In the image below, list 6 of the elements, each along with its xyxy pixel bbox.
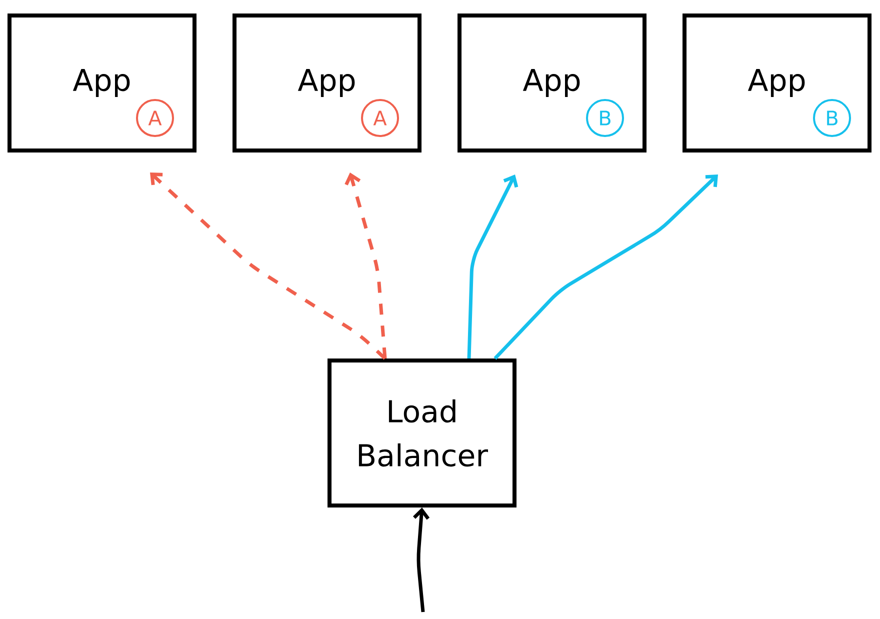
arrow <box>150 172 386 360</box>
arrow <box>344 172 387 359</box>
arrow <box>467 174 518 359</box>
arrow <box>494 174 718 360</box>
process-box: Load Balancer <box>328 358 516 508</box>
arrow <box>412 508 430 612</box>
